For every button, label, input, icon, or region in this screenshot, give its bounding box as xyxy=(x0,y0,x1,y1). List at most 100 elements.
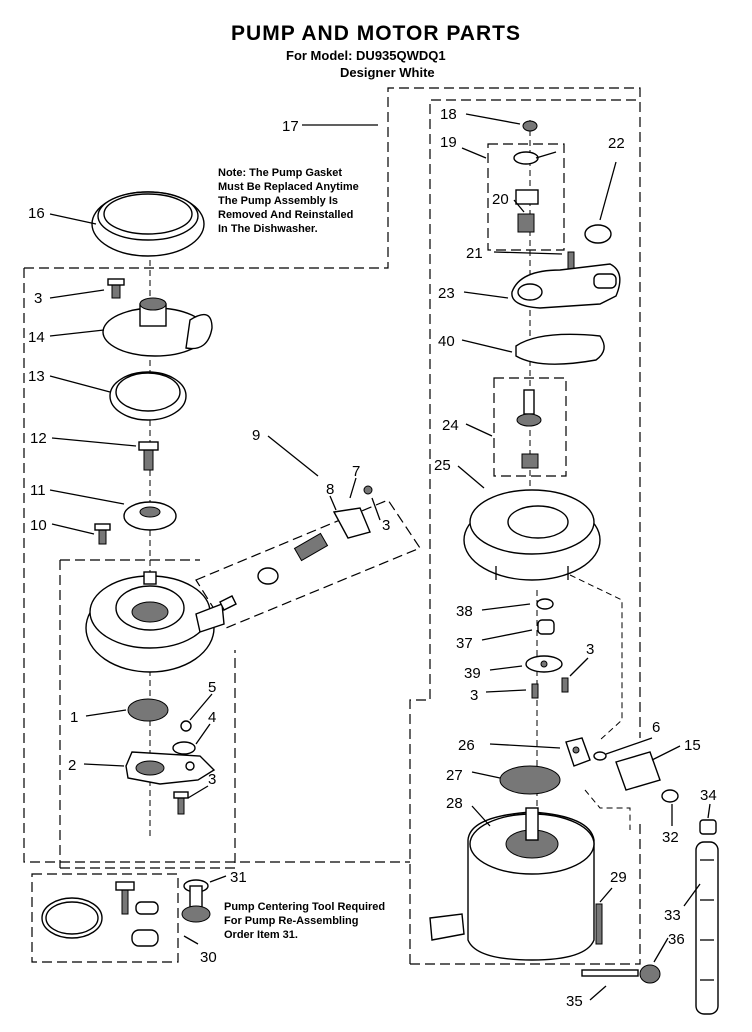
callout-35: 35 xyxy=(566,993,583,1010)
centering-tool-31 xyxy=(181,879,211,923)
screw-10 xyxy=(94,523,111,545)
callout-32: 32 xyxy=(662,829,679,846)
callout-19: 19 xyxy=(440,134,457,151)
clamp-32 xyxy=(661,789,679,803)
callout-39: 39 xyxy=(464,665,481,682)
rod-35 xyxy=(581,969,639,977)
callout-1: 1 xyxy=(70,709,78,726)
callout-26: 26 xyxy=(458,737,475,754)
callout-6: 6 xyxy=(652,719,660,736)
disc-27 xyxy=(499,765,561,795)
boundary-pump-housing xyxy=(59,559,236,869)
nut-18 xyxy=(522,120,538,132)
o-ring-22 xyxy=(584,224,612,244)
screw-29 xyxy=(595,903,603,945)
callout-3b: 3 xyxy=(382,517,390,534)
box-30 xyxy=(31,873,179,963)
callout-18: 18 xyxy=(440,106,457,123)
boundary-outer-left xyxy=(23,268,410,863)
callout-12: 12 xyxy=(30,430,47,447)
callout-3e: 3 xyxy=(586,641,594,658)
housing-base-2 xyxy=(125,751,216,785)
spring-20 xyxy=(515,189,539,233)
centering-tool-note: Pump Centering Tool Required For Pump Re… xyxy=(224,901,386,941)
callout-13: 13 xyxy=(28,368,45,385)
motor-mount-25 xyxy=(463,489,601,581)
page-title: PUMP AND MOTOR PARTS xyxy=(231,22,521,45)
callout-2: 2 xyxy=(68,757,76,774)
callout-34: 34 xyxy=(700,787,717,804)
connector-15 xyxy=(615,751,661,791)
screw-3-lower xyxy=(173,791,189,815)
shaft-seal-24 xyxy=(516,389,542,469)
callout-16: 16 xyxy=(28,205,45,222)
callout-3d: 3 xyxy=(470,687,478,704)
callout-7: 7 xyxy=(352,463,360,480)
callout-21: 21 xyxy=(466,245,483,262)
pump-gasket-16 xyxy=(91,191,205,257)
callout-28: 28 xyxy=(446,795,463,812)
bracket-39 xyxy=(525,655,563,673)
color-line: Designer White xyxy=(340,65,435,80)
pump-cover-14 xyxy=(102,297,213,357)
o-ring-38 xyxy=(536,598,554,610)
hose-link xyxy=(584,789,631,830)
callout-31: 31 xyxy=(230,869,247,886)
callout-25: 25 xyxy=(434,457,451,474)
bracket-26 xyxy=(565,737,591,767)
grommet-37 xyxy=(537,619,555,635)
callout-22: 22 xyxy=(608,135,625,152)
callout-30: 30 xyxy=(200,949,217,966)
knob-36 xyxy=(639,964,661,984)
callout-20: 20 xyxy=(492,191,509,208)
callout-14: 14 xyxy=(28,329,45,346)
callout-33: 33 xyxy=(664,907,681,924)
box-24 xyxy=(493,377,567,477)
callout-11: 11 xyxy=(30,482,46,499)
callout-37: 37 xyxy=(456,635,473,652)
callout-38: 38 xyxy=(456,603,473,620)
screw-3-top xyxy=(107,278,125,299)
callout-4: 4 xyxy=(208,709,216,726)
motor-link xyxy=(569,574,623,741)
screw-12 xyxy=(138,441,159,471)
seal-ring-13 xyxy=(109,371,187,421)
boundary-motor xyxy=(409,99,640,964)
clip-19 xyxy=(513,151,557,165)
callout-9: 9 xyxy=(252,427,260,444)
pump-housing xyxy=(85,571,225,673)
o-ring-4 xyxy=(172,741,196,755)
motor-28 xyxy=(429,807,595,961)
callout-17: 17 xyxy=(282,118,299,135)
callout-24: 24 xyxy=(442,417,459,434)
box-19-20 xyxy=(487,143,565,251)
leader-lines xyxy=(49,113,711,1001)
impeller-11 xyxy=(123,501,177,531)
boundary-motor-bottom xyxy=(410,820,641,965)
fitting-6 xyxy=(593,751,607,761)
mount-plate-23 xyxy=(511,263,621,309)
callout-15: 15 xyxy=(684,737,701,754)
callout-27: 27 xyxy=(446,767,463,784)
hose-33 xyxy=(695,841,719,1015)
callout-10: 10 xyxy=(30,517,47,534)
screws-3-right xyxy=(531,677,569,699)
valve-assembly-9 xyxy=(219,485,373,611)
callout-23: 23 xyxy=(438,285,455,302)
callout-8: 8 xyxy=(326,481,334,498)
callout-29: 29 xyxy=(610,869,627,886)
callout-3c: 3 xyxy=(208,771,216,788)
callout-5: 5 xyxy=(208,679,216,696)
kit-30 xyxy=(41,881,159,947)
cap-34 xyxy=(699,819,717,835)
model-line: For Model: DU935QWDQ1 xyxy=(286,48,446,63)
filter-1 xyxy=(127,698,169,722)
callout-40: 40 xyxy=(438,333,455,350)
gasket-note: Note: The Pump Gasket Must Be Replaced A… xyxy=(218,167,359,235)
ball-5 xyxy=(180,720,192,732)
callout-numbers: 16 3 14 13 12 11 10 9 8 7 3 1 2 5 4 3 31… xyxy=(28,106,717,1010)
callout-3: 3 xyxy=(34,290,42,307)
box-9 xyxy=(195,499,421,629)
gasket-40 xyxy=(515,333,605,365)
